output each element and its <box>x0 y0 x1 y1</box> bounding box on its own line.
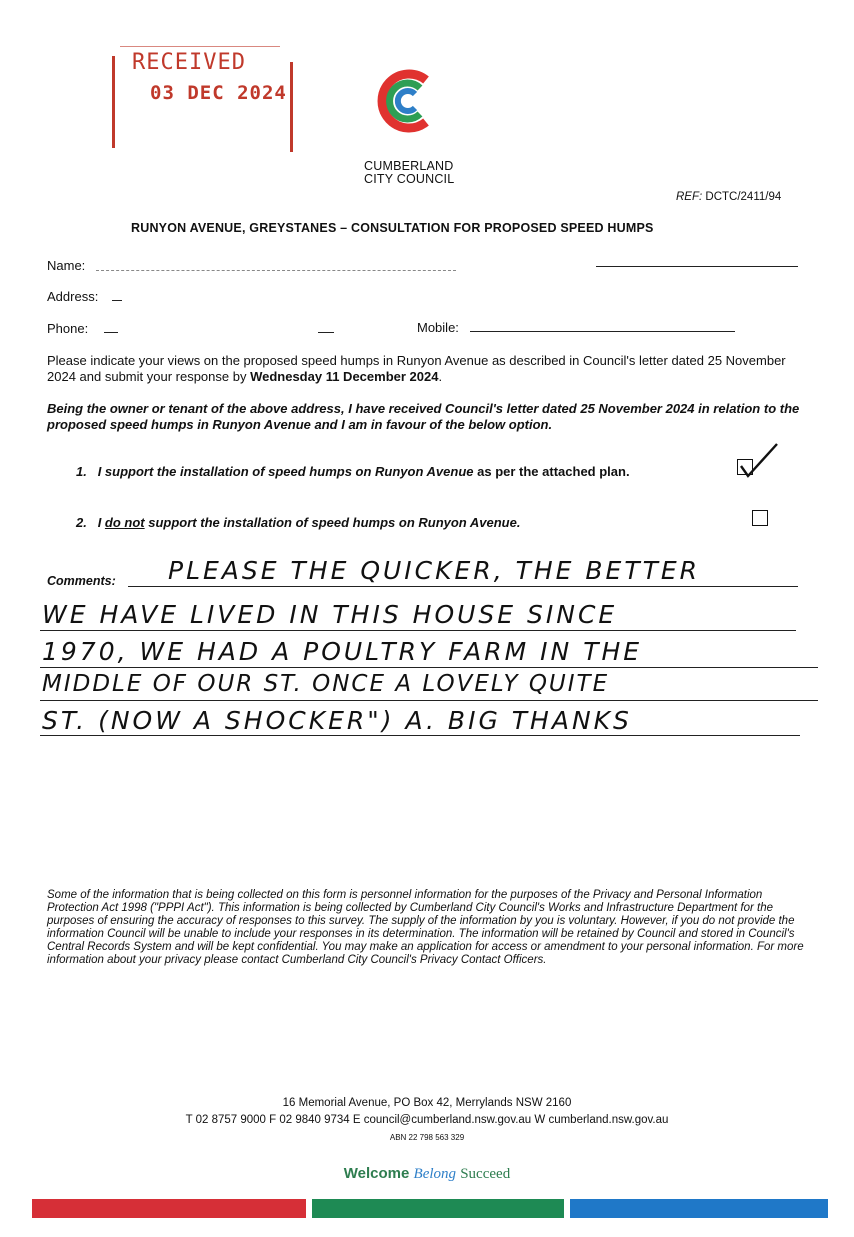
privacy-notice: Some of the information that is being co… <box>47 889 804 966</box>
declaration: Being the owner or tenant of the above a… <box>47 401 800 432</box>
option-2-checkbox[interactable] <box>752 510 768 526</box>
footer: 16 Memorial Avenue, PO Box 42, Merryland… <box>0 1095 854 1146</box>
phone-label: Phone: <box>47 321 89 336</box>
intro-text: Please indicate your views on the propos… <box>47 353 786 384</box>
option-2-post: support the installation of speed humps … <box>144 515 521 530</box>
comments-line-2 <box>40 630 796 631</box>
option-1-number: 1. <box>76 464 87 479</box>
council-name: CUMBERLAND CITY COUNCIL <box>364 160 454 186</box>
stamp-date: 03 DEC 2024 <box>150 82 287 104</box>
comment-handwriting-2: WE HAVE LIVED IN THIS HOUSE SINCE <box>42 600 618 629</box>
comment-handwriting-4: MIDDLE OF OUR ST. ONCE A LOVELY QUITE <box>42 671 610 697</box>
option-1-checkbox[interactable] <box>737 459 753 475</box>
check-mark-icon <box>740 443 778 478</box>
comments-line-1 <box>128 586 798 587</box>
tagline-succeed: Succeed <box>460 1166 511 1182</box>
received-stamp: RECEIVED 03 DEC 2024 <box>112 44 298 154</box>
tagline-welcome: Welcome <box>343 1165 410 1182</box>
option-2-pre: I <box>97 515 105 530</box>
name-field-line <box>596 266 798 267</box>
tagline: Welcome Belong Succeed <box>0 1165 854 1183</box>
intro-paragraph: Please indicate your views on the propos… <box>47 353 817 385</box>
comment-handwriting-5: ST. (NOW A SHOCKER") A. BIG THANKS <box>42 706 632 735</box>
ref-label: REF: <box>676 191 703 203</box>
comments-line-5 <box>40 735 800 736</box>
form-title: RUNYON AVENUE, GREYSTANES – CONSULTATION… <box>131 221 654 235</box>
stamp-received-text: RECEIVED <box>132 50 246 75</box>
mobile-field[interactable] <box>470 331 735 332</box>
option-2-underline: do not <box>104 515 145 530</box>
footer-contacts: T 02 8757 9000 F 02 9840 9734 E council@… <box>185 1114 669 1126</box>
tagline-belong: Belong <box>413 1166 457 1182</box>
name-label: Name: <box>47 258 86 273</box>
comment-handwriting-3: 1970, WE HAD A POULTRY FARM IN THE <box>42 637 643 666</box>
footer-bar-red <box>32 1199 306 1218</box>
option-1-text-b: as per the attached plan. <box>473 464 630 479</box>
address-label: Address: <box>47 289 99 304</box>
comments-line-3 <box>40 667 818 668</box>
footer-bar-green <box>312 1199 564 1218</box>
intro-end: . <box>438 369 443 384</box>
ref-value: DCTC/2411/94 <box>705 191 782 203</box>
comments-line-4 <box>40 700 818 701</box>
footer-address: 16 Memorial Avenue, PO Box 42, Merryland… <box>282 1097 572 1109</box>
mobile-label: Mobile: <box>417 320 459 335</box>
footer-bar-blue <box>570 1199 828 1218</box>
option-1: 1. I support the installation of speed h… <box>76 464 630 479</box>
option-1-text: I support the installation of speed hump… <box>97 464 474 479</box>
address-field[interactable] <box>112 300 122 301</box>
deadline: Wednesday 11 December 2024 <box>250 369 439 384</box>
council-name-line1: CUMBERLAND <box>364 159 454 173</box>
option-2-number: 2. <box>76 515 87 530</box>
reference: REF: DCTC/2411/94 <box>676 191 781 203</box>
footer-abn: ABN 22 798 563 329 <box>389 1133 465 1142</box>
council-name-line2: CITY COUNCIL <box>364 172 455 186</box>
name-field[interactable] <box>96 270 456 271</box>
comments-label: Comments: <box>47 574 116 588</box>
council-logo <box>370 58 436 152</box>
phone-field[interactable] <box>104 332 118 333</box>
option-2: 2. I do not support the installation of … <box>76 515 520 530</box>
phone-field-end <box>318 332 334 333</box>
comment-handwriting-1: PLEASE THE QUICKER, THE BETTER <box>168 556 701 585</box>
